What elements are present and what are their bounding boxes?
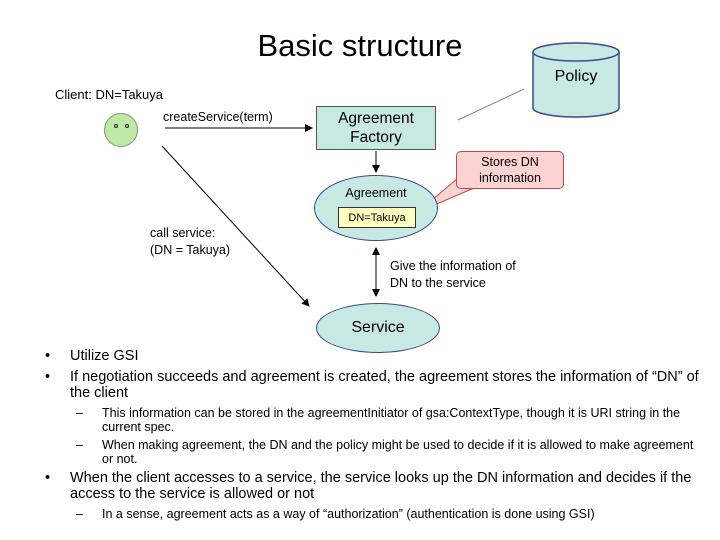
give-info-label: Give the information of DN to the servic… [390,258,516,292]
agreement-label: Agreement [345,186,407,200]
call-line2: (DN = Takuya) [150,243,231,257]
bullet-text: If negotiation succeeds and agreement is… [70,369,699,401]
factory-line2: Factory [350,129,402,146]
bullet-item: •If negotiation succeeds and agreement i… [45,369,699,401]
client-label: Client: DN=Takuya [55,87,164,102]
factory-line1: Agreement [338,110,414,127]
client-smiley-icon [104,113,138,147]
sub-bullet-text: This information can be stored in the ag… [102,406,681,434]
bullet-list: •Utilize GSI •If negotiation succeeds an… [40,348,700,525]
policy-cylinder [532,42,620,118]
sub-bullet-item: –In a sense, agreement acts as a way of … [76,507,595,521]
sub-bullet-text: When making agreement, the DN and the po… [102,438,694,466]
bullet-item: •When the client accesses to a service, … [45,470,692,502]
bullet-text: When the client accesses to a service, t… [70,470,692,502]
give-line2: DN to the service [390,276,486,290]
stores-line1: Stores DN [481,155,539,169]
give-line1: Give the information of [390,259,516,273]
bullet-text: Utilize GSI [70,348,139,364]
policy-label: Policy [554,68,598,85]
sub-bullet-item: –This information can be stored in the a… [76,406,681,434]
create-service-label: createService(term) [163,110,273,124]
right-eye [125,124,129,128]
agreement-factory-box: Agreement Factory [316,106,436,150]
call-service-arrow [161,145,310,307]
left-eye [114,124,118,128]
service-node: Service [316,303,440,353]
slide-title: Basic structure [257,28,463,63]
call-line1: call service: [150,226,216,240]
sub-bullet-item: –When making agreement, the DN and the p… [76,438,694,466]
bullet-item: •Utilize GSI [45,348,139,364]
dn-box: DN=Takuya [338,207,416,228]
stores-dn-callout: Stores DN information [456,151,564,189]
call-service-label: call service: (DN = Takuya) [150,225,230,259]
sub-bullet-text: In a sense, agreement acts as a way of “… [102,507,595,521]
policy-link-line [457,88,525,121]
stores-line2: information [479,171,541,185]
